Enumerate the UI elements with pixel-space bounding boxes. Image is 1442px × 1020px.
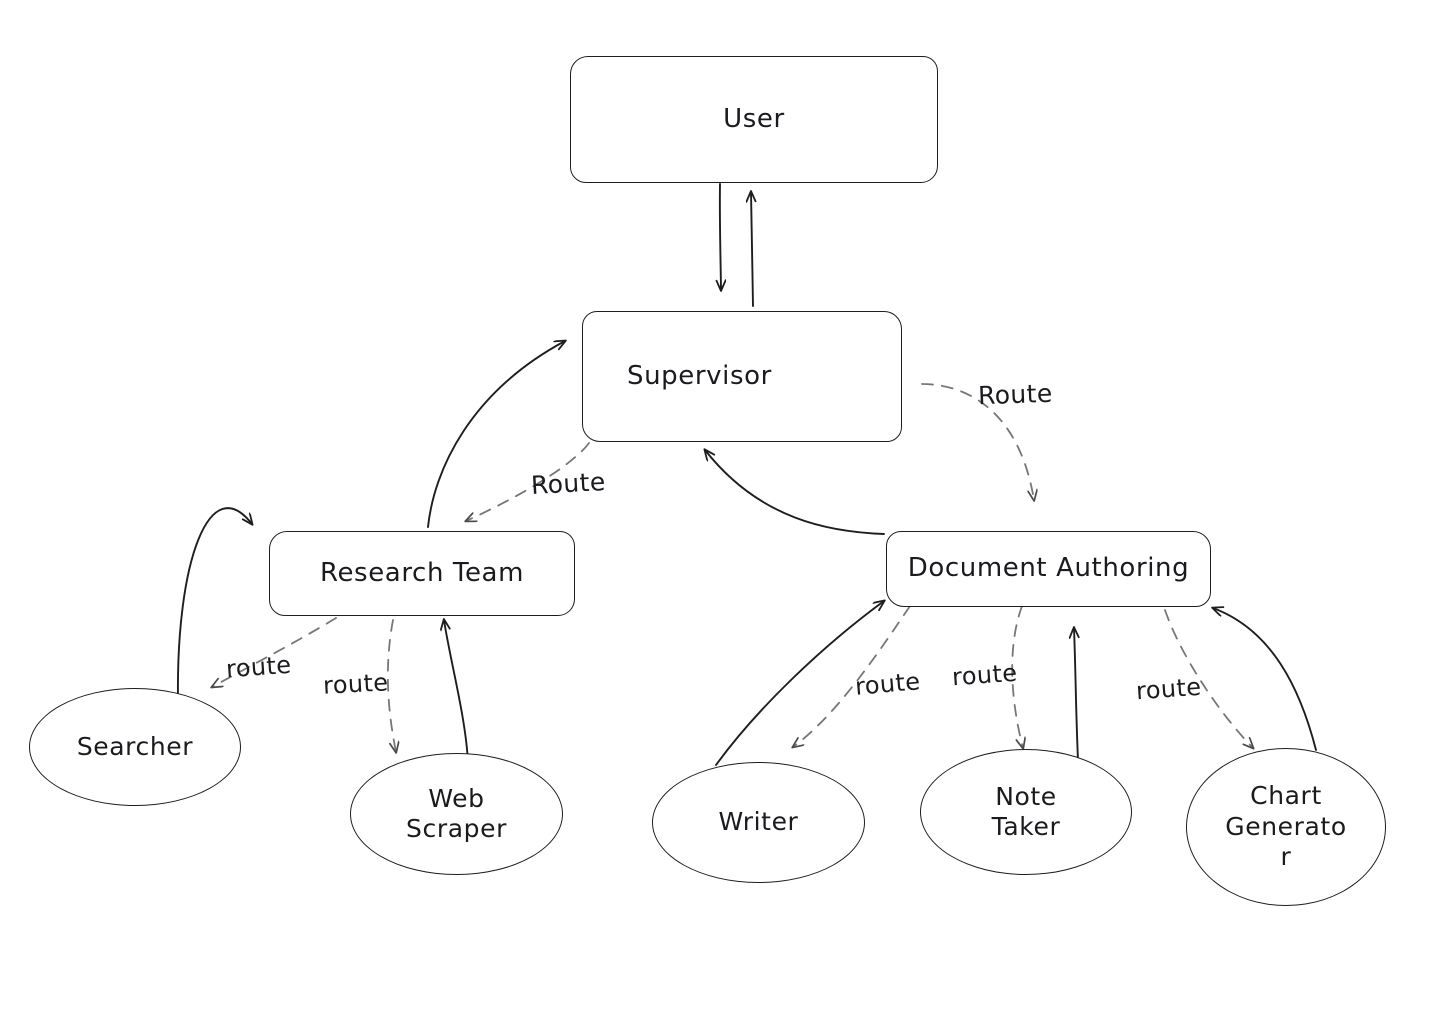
node-supervisor-label: Supervisor <box>627 360 772 391</box>
edge-document-authoring-route-chart-generator <box>1164 609 1253 748</box>
node-note-taker[interactable]: Note Taker <box>920 749 1132 875</box>
edge-research-team-route-searcher <box>212 617 337 687</box>
edge-document-authoring-route-writer <box>793 605 911 747</box>
edge-label-document-authoring-note-taker: route <box>951 658 1019 692</box>
edge-document-authoring-to-supervisor <box>705 450 885 535</box>
node-writer-label: Writer <box>718 807 799 837</box>
edge-writer-to-document-authoring <box>715 601 884 766</box>
node-searcher[interactable]: Searcher <box>29 688 241 806</box>
node-supervisor[interactable]: Supervisor <box>582 311 902 442</box>
node-web-scraper-label: Web Scraper <box>406 783 507 844</box>
edge-label-document-authoring-writer: route <box>853 667 922 701</box>
node-searcher-label: Searcher <box>76 731 194 761</box>
node-chart-generator-label: Chart Generato r <box>1225 781 1347 872</box>
edge-chart-generator-to-document-authoring <box>1213 608 1317 751</box>
edge-label-document-authoring-chart-generator: route <box>1135 672 1203 706</box>
edge-searcher-to-research-team <box>177 507 252 701</box>
node-document-authoring-label: Document Authoring <box>907 553 1190 584</box>
node-document-authoring[interactable]: Document Authoring <box>886 531 1211 607</box>
edge-document-authoring-route-note-taker <box>1011 605 1023 748</box>
edge-label-supervisor-research-team: Route <box>530 467 607 500</box>
node-web-scraper[interactable]: Web Scraper <box>350 753 563 875</box>
node-writer[interactable]: Writer <box>652 762 865 883</box>
node-note-taker-label: Note Taker <box>991 781 1061 842</box>
edge-supervisor-to-user <box>751 192 753 307</box>
node-research-team-label: Research Team <box>319 557 525 588</box>
edge-research-team-to-supervisor <box>427 341 565 528</box>
edge-research-team-route-web-scraper <box>386 619 396 752</box>
node-research-team[interactable]: Research Team <box>269 531 575 616</box>
node-user[interactable]: User <box>570 56 938 183</box>
edge-label-research-team-searcher: route <box>225 650 293 684</box>
node-user-label: User <box>723 103 785 134</box>
edge-supervisor-route-research-team <box>466 442 590 521</box>
edge-web-scraper-to-research-team <box>444 620 469 764</box>
edge-label-research-team-web-scraper: route <box>322 668 390 700</box>
edge-user-to-supervisor <box>720 183 721 290</box>
edge-supervisor-route-document-authoring <box>921 383 1034 500</box>
edge-label-supervisor-document-authoring: Route <box>977 378 1054 411</box>
node-chart-generator[interactable]: Chart Generato r <box>1186 748 1386 906</box>
